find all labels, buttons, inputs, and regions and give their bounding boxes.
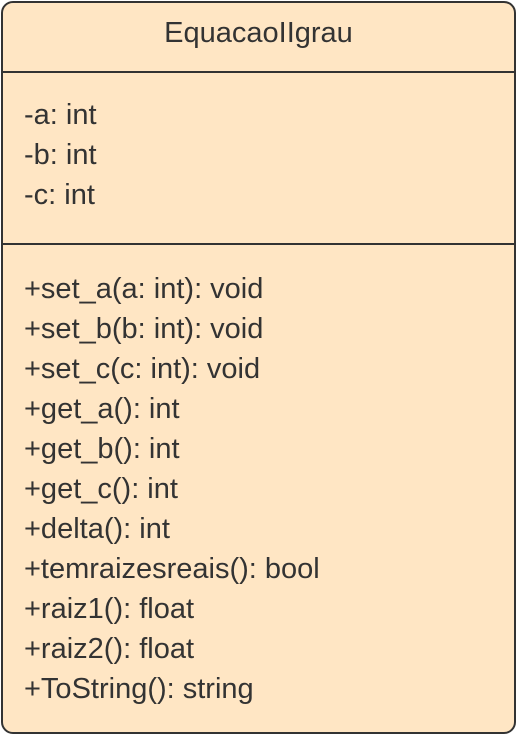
divider-attributes-operations [3,243,514,245]
operation-get-a: +get_a(): int [24,393,180,425]
operation-get-b: +get_b(): int [24,433,180,465]
operation-delta: +delta(): int [24,513,170,545]
operation-set-a: +set_a(a: int): void [24,273,264,305]
operation-raiz1: +raiz1(): float [24,593,195,625]
attribute-a: -a: int [24,99,97,131]
attributes-compartment: -a: int -b: int -c: int [24,95,504,215]
operation-tostring: +ToString(): string [24,673,254,705]
operation-set-b: +set_b(b: int): void [24,313,264,345]
divider-name-attributes [3,71,514,73]
class-name: EquacaoIIgrau [164,17,353,49]
operations-compartment: +set_a(a: int): void +set_b(b: int): voi… [24,269,504,709]
attribute-b: -b: int [24,139,97,171]
operation-raiz2: +raiz2(): float [24,633,195,665]
attribute-c: -c: int [24,179,95,211]
operation-temraizesreais: +temraizesreais(): bool [24,553,320,585]
operation-set-c: +set_c(c: int): void [24,353,261,385]
operation-get-c: +get_c(): int [24,473,178,505]
